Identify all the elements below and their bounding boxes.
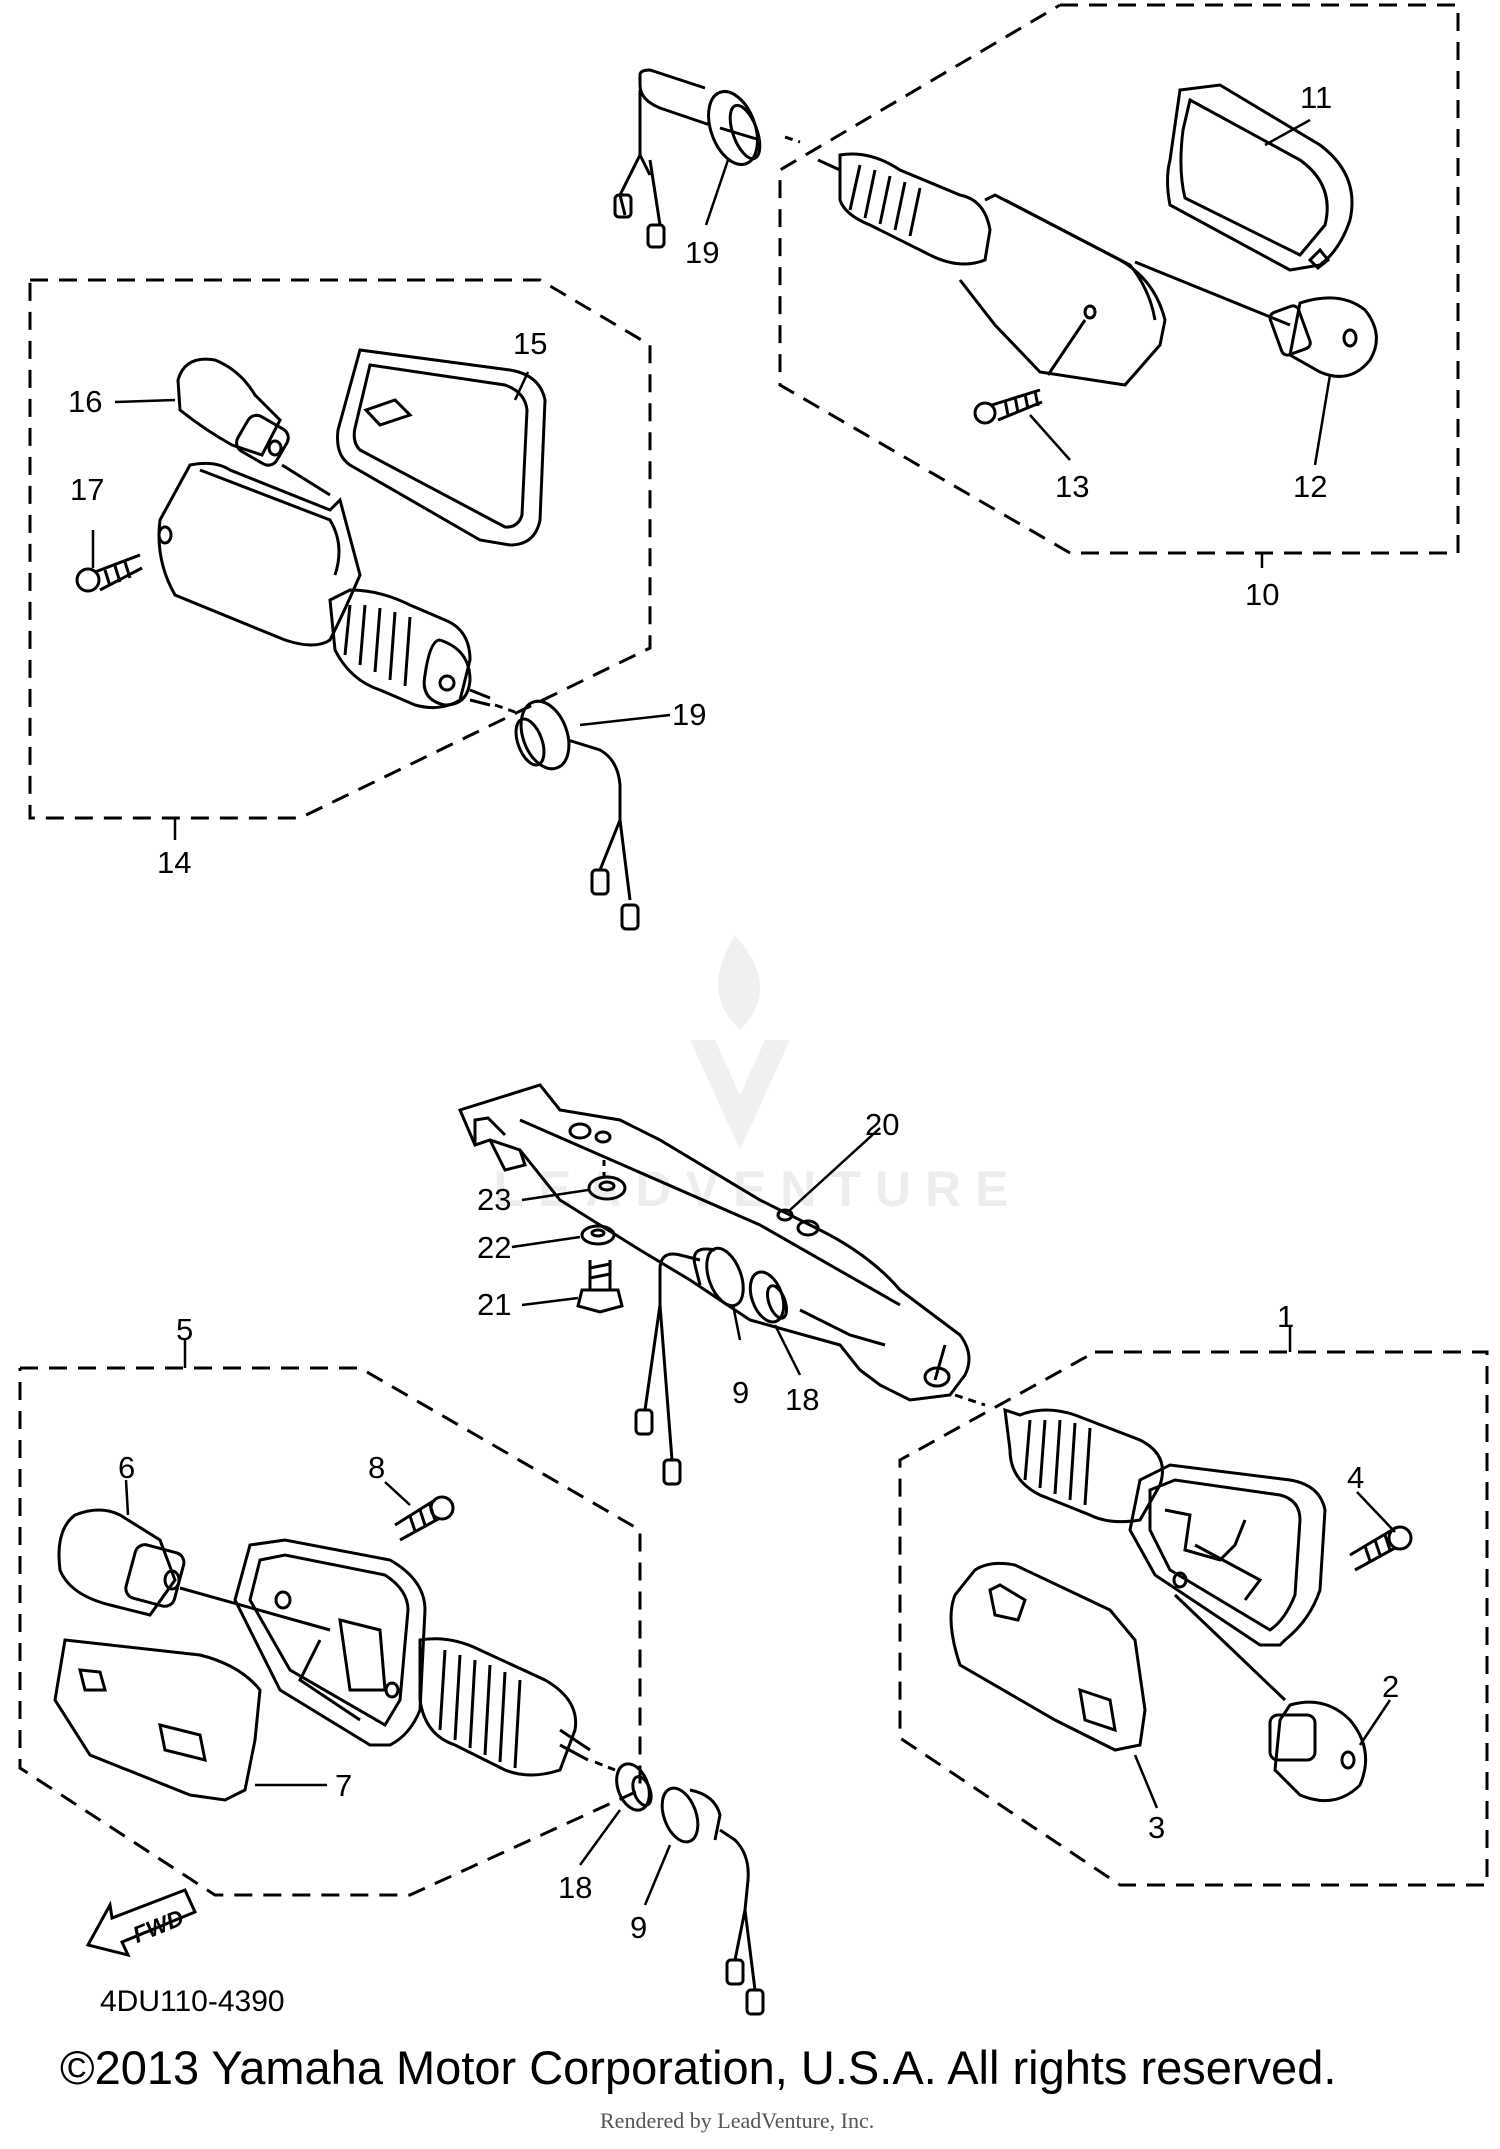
callout-12: 12: [1293, 469, 1327, 504]
screw-8: [394, 1495, 455, 1542]
lens-housing-1: [1128, 1463, 1327, 1647]
callout-6: 6: [118, 1450, 135, 1485]
bulb-16: [176, 357, 290, 467]
callout-14: 14: [157, 845, 191, 880]
copyright-notice: ©2013 Yamaha Motor Corporation, U.S.A. A…: [60, 2041, 1337, 2094]
callout-7: 7: [335, 1768, 352, 1803]
grommet-19b: [519, 699, 571, 771]
lens-11: [1166, 83, 1354, 272]
nut-18a: [748, 1270, 789, 1324]
rendered-by-credit: Rendered by LeadVenture, Inc.: [600, 2108, 875, 2133]
callout-20: 20: [865, 1107, 899, 1142]
screw-17: [75, 553, 143, 593]
callout-8: 8: [368, 1450, 385, 1485]
callout-16: 16: [68, 384, 102, 419]
wire-lead-9a: [643, 1252, 886, 1461]
callout-23: 23: [477, 1182, 511, 1217]
callout-9-lower: 9: [630, 1910, 647, 1945]
screw-4: [1349, 1525, 1413, 1572]
nut-18b: [615, 1762, 653, 1812]
lens-housing-5: [233, 1538, 427, 1747]
callout-19-middle: 19: [672, 697, 706, 732]
lens-housing-14: [157, 461, 362, 647]
watermark-text: LEADVENTURE: [493, 1161, 1023, 1217]
washer-22: [580, 1224, 616, 1246]
grommet-9a: [692, 1246, 745, 1308]
assembly-14-boundary: [28, 278, 652, 820]
bolt-21: [576, 1260, 624, 1314]
callout-19-upper: 19: [685, 235, 719, 270]
bracket-20: [457, 1083, 971, 1402]
callout-11: 11: [1300, 80, 1332, 115]
wire-lead-9b: [719, 1828, 757, 1991]
leadventure-watermark-logo: [690, 935, 790, 1150]
callout-10: 10: [1245, 577, 1279, 612]
lens-7: [53, 1638, 262, 1802]
callout-17: 17: [70, 472, 104, 507]
callout-1: 1: [1277, 1299, 1294, 1334]
screw-13: [973, 388, 1043, 425]
callout-15: 15: [513, 326, 547, 361]
assembly-1-boundary: [898, 1350, 1489, 1887]
assembly-5-boundary: [18, 1366, 642, 1897]
washer-23: [587, 1175, 627, 1201]
callout-13: 13: [1055, 469, 1089, 504]
callout-18-lower: 18: [558, 1870, 592, 1905]
callout-18-upper: 18: [785, 1382, 819, 1417]
bulb-2: [1268, 1700, 1368, 1803]
callout-4: 4: [1347, 1460, 1364, 1495]
callout-3: 3: [1148, 1810, 1165, 1845]
callout-9-upper: 9: [732, 1375, 749, 1410]
bulb-12: [1268, 296, 1378, 378]
wire-lead-19b: [567, 738, 632, 901]
assembly-10-boundary: [778, 3, 1460, 555]
callout-21: 21: [477, 1287, 511, 1322]
grommet-9b: [660, 1786, 722, 1844]
callout-22: 22: [477, 1230, 511, 1265]
lens-housing-10: [958, 193, 1167, 387]
wire-lead-19a: [638, 68, 761, 142]
forward-direction-arrow-icon: FWD: [85, 1888, 198, 1958]
lens-15: [336, 348, 547, 547]
callout-5: 5: [176, 1312, 193, 1347]
callout-2: 2: [1382, 1669, 1399, 1704]
diagram-code: 4DU110-4390: [100, 1985, 285, 2018]
bulb-6: [57, 1508, 186, 1617]
lens-3: [949, 1561, 1147, 1752]
